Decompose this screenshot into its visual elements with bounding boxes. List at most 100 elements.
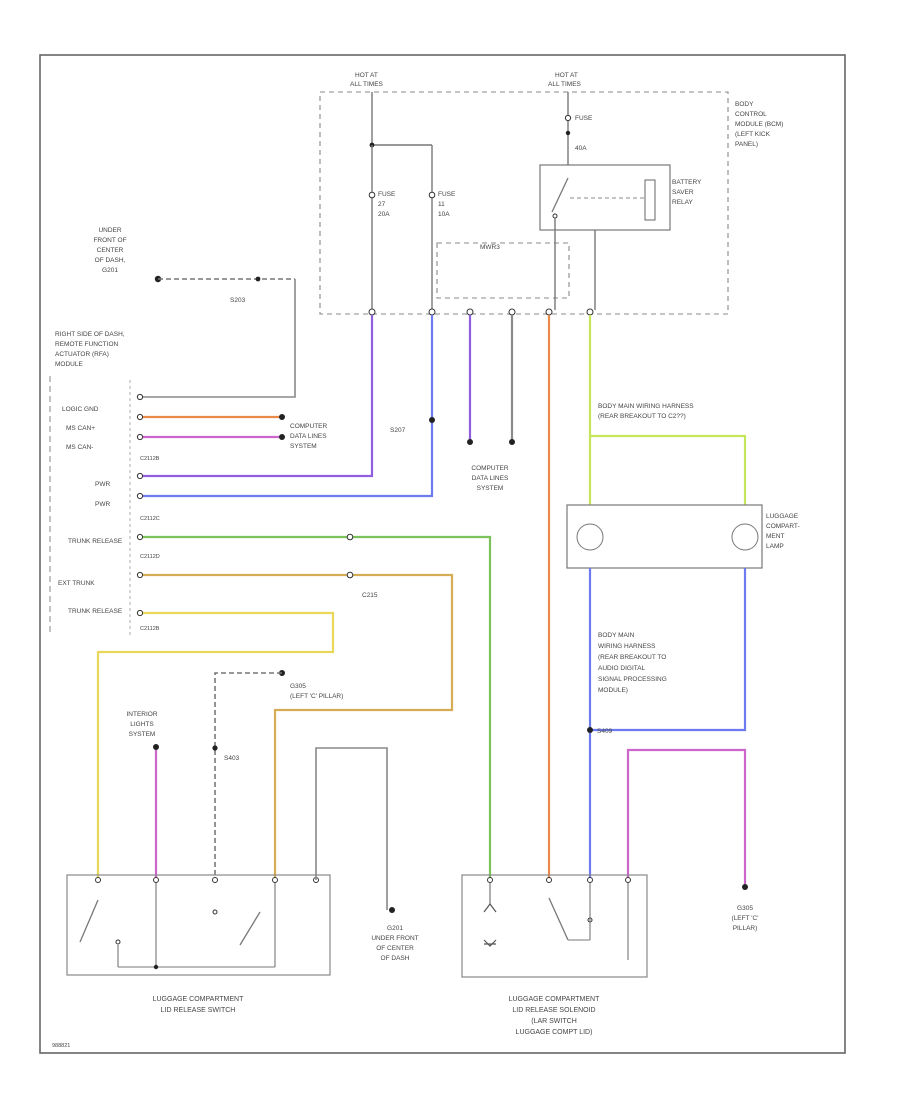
harness1-label-2: (REAR BREAKOUT TO C2??)	[598, 413, 686, 420]
rfa-row-trunk-release-2: TRUNK RELEASE	[68, 608, 123, 615]
s203-label: S203	[230, 297, 246, 304]
switch1-node-b	[212, 909, 218, 915]
wire-lamp-feed	[588, 315, 747, 505]
fuse-a-symbol	[564, 114, 572, 122]
harness2-label-6: MODULE)	[598, 687, 628, 694]
bcm-label-1: BODY	[735, 101, 754, 108]
interior-lights-label-1: INTERIOR	[126, 711, 157, 718]
harness1-label-1: BODY MAIN WIRING HARNESS	[598, 403, 694, 410]
rfa-label-3: ACTUATOR (RFA)	[55, 351, 109, 358]
rfa-row-pwr-1: PWR	[95, 481, 110, 488]
fuse11-label: FUSE	[438, 191, 456, 198]
fuse11-number: 11	[438, 201, 445, 208]
relay-label: BATTERY	[672, 179, 702, 186]
switch1-pins	[95, 877, 319, 883]
hot-label-1b: ALL TIMES	[350, 81, 384, 88]
switch2-label-2: LID RELEASE SOLENOID	[512, 1007, 595, 1014]
c215-junction	[346, 533, 354, 541]
fuse27-symbol	[368, 191, 376, 199]
cdl-center-label-3: SYSTEM	[477, 485, 504, 492]
interior-lights-dot	[153, 744, 159, 750]
g201-top-label: UNDER	[98, 227, 121, 234]
relay-box	[539, 164, 671, 231]
bcm-label-4: (LEFT KICK	[735, 131, 771, 138]
fuse11-amp: 10A	[438, 211, 450, 218]
can-plus-dot	[279, 414, 285, 420]
c215-label: C215	[362, 592, 378, 599]
cdl-left-label-3: SYSTEM	[290, 443, 317, 450]
fuse27-amp: 20A	[378, 211, 390, 218]
relay-contact	[552, 213, 558, 219]
bcm-can-dot-2	[509, 439, 515, 445]
rfa-label-4: MODULE	[55, 361, 83, 368]
g201-top-label-2: FRONT OF	[93, 237, 126, 244]
s403-dot	[212, 745, 218, 751]
lamp-bulb-2	[731, 523, 759, 551]
interior-lights-label-2: LIGHTS	[130, 721, 154, 728]
harness2-label-5: SIGNAL PROCESSING	[598, 676, 667, 683]
switch2-label-4: LUGGAGE COMPT LID)	[516, 1029, 593, 1036]
cdl-center-label-2: DATA LINES	[472, 475, 509, 482]
lamp-label-1: LUGGAGE	[766, 513, 799, 520]
switch1-label-1: LUGGAGE COMPARTMENT	[153, 996, 244, 1003]
relay-switch-arm	[551, 177, 569, 213]
rfa-row-ms-can-minus: MS CAN-	[66, 444, 93, 451]
lamp-bulb-1	[576, 523, 604, 551]
g201-bottom-label-3: OF CENTER	[376, 945, 414, 952]
switch2-pins	[487, 877, 631, 883]
rfa-connector-2: C2112C	[140, 516, 160, 522]
g201-top-label-4: OF DASH,	[95, 257, 126, 264]
harness2-label-1: BODY MAIN	[598, 632, 635, 639]
rfa-row-trunk-release: TRUNK RELEASE	[68, 538, 123, 545]
logic-ground-wire	[140, 279, 296, 398]
rfa-label-1: RIGHT SIDE OF DASH,	[55, 331, 125, 338]
switch1-contact-a	[79, 899, 99, 943]
wire-ext-trunk	[143, 573, 454, 880]
cdl-left-label-1: COMPUTER	[290, 423, 328, 430]
cdl-left-label-2: DATA LINES	[290, 433, 327, 440]
fuse27-label: FUSE	[378, 191, 396, 198]
s403-label: S403	[224, 755, 240, 762]
s203-dot	[255, 276, 261, 282]
switch2-label-1: LUGGAGE COMPARTMENT	[509, 996, 600, 1003]
wire-solenoid-ground	[626, 748, 747, 885]
harness2-label-2: WIRING HARNESS	[598, 643, 656, 650]
switch1-label-2: LID RELEASE SWITCH	[161, 1007, 236, 1014]
g305-right-dot	[742, 884, 748, 890]
hot-label-1: HOT AT	[355, 72, 378, 79]
fuse-a-label: FUSE	[575, 115, 593, 122]
relay-label-2: SAVER	[672, 189, 694, 196]
bcm-label-3: MODULE (BCM)	[735, 121, 783, 128]
switch2-solenoid-2	[483, 939, 497, 947]
fuse-a-amp: 40A	[575, 145, 587, 152]
c215-junction-2	[346, 571, 354, 579]
bcm-label-2: CONTROL	[735, 111, 767, 118]
g305-left-label: G305	[290, 683, 306, 690]
switch2-contact	[548, 897, 569, 941]
fuse11-symbol	[428, 191, 436, 199]
s409-dot	[587, 727, 593, 733]
lamp-box	[566, 504, 763, 569]
g305-right-label-1: G305	[737, 905, 753, 912]
switch1-contact-b	[239, 911, 261, 946]
bcm-inner-label: MWR3	[480, 244, 500, 251]
cdl-center-label-1: COMPUTER	[471, 465, 509, 472]
lamp-label-2: COMPART-	[766, 523, 800, 530]
switch1-node-a	[115, 939, 121, 945]
g201-bottom-dot	[389, 907, 395, 913]
g201-bottom-label-4: OF DASH	[381, 955, 410, 962]
harness2-label-3: (REAR BREAKOUT TO	[598, 654, 666, 661]
fuse-a-dot	[565, 130, 571, 136]
relay-coil	[644, 179, 656, 221]
wire-trunk-release	[143, 535, 492, 880]
s207-label: S207	[390, 427, 406, 434]
bcm-inner-box	[436, 242, 570, 299]
s207-dot	[429, 417, 435, 423]
rfa-connector-1: C2112B	[140, 456, 160, 462]
diagram-border	[39, 54, 846, 1054]
wire-pwr-2	[143, 315, 434, 498]
wire-lamp-out-2	[590, 568, 747, 732]
switch1-junction	[153, 964, 159, 970]
switch1-ground-wire	[315, 747, 388, 910]
